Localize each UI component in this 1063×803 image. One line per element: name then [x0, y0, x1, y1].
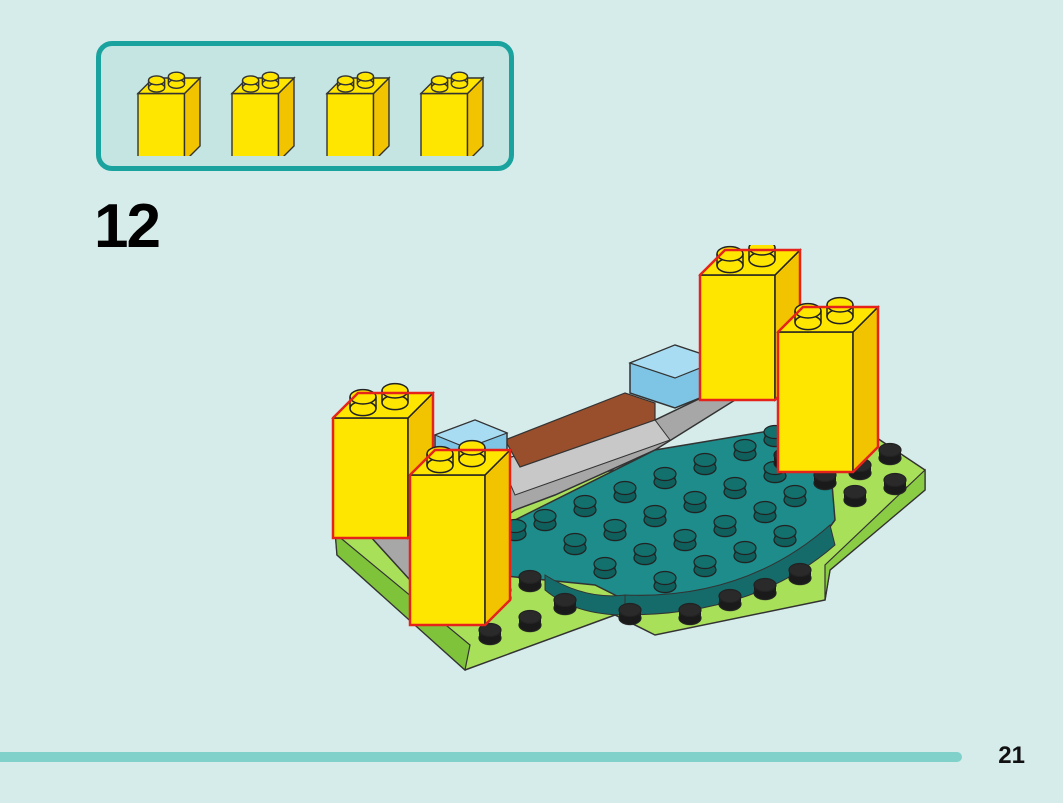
- yellow-bricks-new: [331, 245, 880, 627]
- yellow-brick-left-front: [408, 439, 512, 627]
- yellow-brick-part-1: [136, 71, 202, 156]
- model-illustration: [331, 245, 926, 672]
- parts-callout-box: [96, 41, 514, 171]
- yellow-brick-right-front: [776, 296, 880, 474]
- yellow-brick-part-2: [230, 71, 296, 156]
- page-number: 21: [998, 742, 1025, 769]
- step-number: 12: [94, 192, 161, 261]
- footer-progress-bar: [0, 752, 962, 762]
- yellow-brick-part-4: [419, 71, 485, 156]
- yellow-brick-part-3: [325, 71, 391, 156]
